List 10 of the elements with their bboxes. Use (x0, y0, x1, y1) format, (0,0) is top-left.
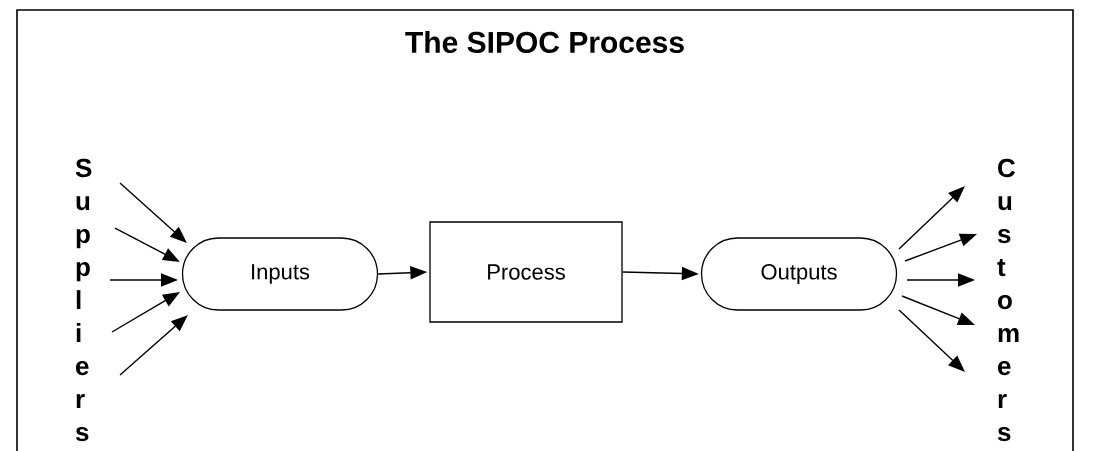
output-pill: Outputs (700, 237, 898, 311)
process-box: Process (429, 221, 623, 323)
arrow (119, 315, 188, 376)
input-pill: Inputs (181, 237, 379, 311)
title: The SIPOC Process (405, 31, 684, 54)
arrow (898, 309, 965, 372)
arrow (898, 186, 965, 250)
vertical-label: Customers (997, 158, 1019, 442)
vertical-label: Suppliers (75, 158, 92, 442)
arrow (119, 182, 187, 243)
